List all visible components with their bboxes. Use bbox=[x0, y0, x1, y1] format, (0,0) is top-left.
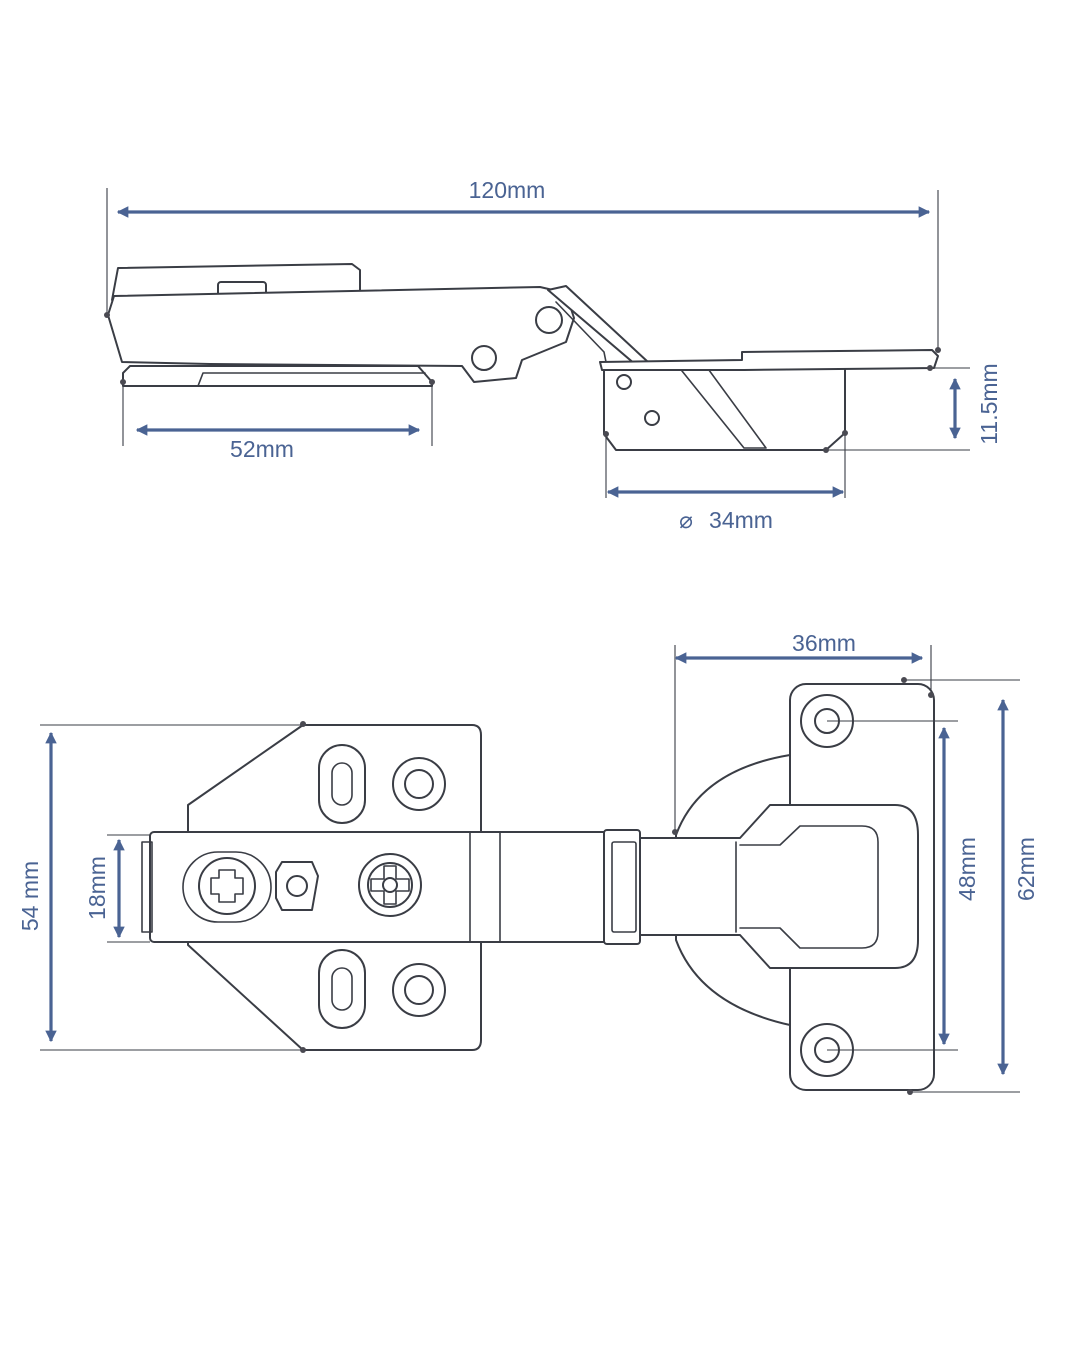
phillips-cross bbox=[210, 869, 244, 903]
dim-node bbox=[927, 365, 933, 371]
label-arm-width: 18mm bbox=[84, 856, 110, 920]
side-pivot-hole-2 bbox=[471, 345, 497, 371]
label-base-plate-height: 54 mm bbox=[17, 861, 43, 931]
top-arm-end bbox=[141, 841, 153, 933]
dim-node bbox=[901, 677, 907, 683]
label-cup-depth: 11.5mm bbox=[976, 363, 1002, 444]
label-cup-plate-height: 62mm bbox=[1013, 837, 1039, 901]
dim-node bbox=[104, 312, 110, 318]
side-cup-hole-2 bbox=[644, 410, 660, 426]
label-cup-plate-width: 36mm bbox=[792, 630, 856, 656]
dim-node bbox=[300, 721, 306, 727]
side-view: 120mm 52mm ⌀ 34mm 11.5mm bbox=[104, 177, 1002, 533]
cup-arm bbox=[639, 804, 919, 969]
dim-node bbox=[300, 1047, 306, 1053]
dim-node bbox=[603, 431, 609, 437]
slot-hole-top-inner bbox=[331, 762, 353, 806]
slot-hole-bottom-inner bbox=[331, 967, 353, 1011]
cup-arm-inner bbox=[739, 825, 879, 949]
dim-node bbox=[842, 430, 848, 436]
diameter-symbol-icon: ⌀ bbox=[679, 507, 693, 533]
plate-hole-bottom-inner bbox=[404, 975, 434, 1005]
nut-hole bbox=[286, 875, 308, 897]
side-cup-hole-1 bbox=[616, 374, 632, 390]
phillips-screw-icon bbox=[198, 857, 256, 915]
label-overall-length: 120mm bbox=[469, 177, 546, 203]
knuckle-inner bbox=[611, 841, 637, 933]
dim-node bbox=[907, 1089, 913, 1095]
cam-center bbox=[382, 877, 398, 893]
dim-node bbox=[429, 379, 435, 385]
slot-hole-bottom bbox=[318, 949, 366, 1029]
dim-node bbox=[120, 379, 126, 385]
cam-cross bbox=[370, 865, 410, 905]
side-cup bbox=[603, 365, 846, 451]
side-base-plate-step bbox=[197, 372, 426, 387]
plate-hole-top-inner bbox=[404, 769, 434, 799]
label-arm-base-length: 52mm bbox=[230, 436, 294, 462]
label-cup-diameter: 34mm bbox=[709, 507, 773, 533]
side-main-arm bbox=[107, 286, 575, 383]
dim-node bbox=[672, 829, 678, 835]
knuckle bbox=[603, 829, 641, 945]
dim-node bbox=[928, 692, 934, 698]
dim-node bbox=[823, 447, 829, 453]
slot-hole-top bbox=[318, 744, 366, 824]
top-view: 54 mm 18mm 36mm 48mm 62mm bbox=[17, 630, 1039, 1095]
dim-node bbox=[935, 347, 941, 353]
side-cup-flange bbox=[599, 349, 939, 371]
side-linkage-2 bbox=[555, 301, 607, 363]
screw-slot bbox=[182, 851, 272, 923]
label-screw-spacing: 48mm bbox=[954, 837, 980, 901]
side-base-plate bbox=[122, 365, 433, 387]
side-pivot-hole-1 bbox=[535, 306, 563, 334]
